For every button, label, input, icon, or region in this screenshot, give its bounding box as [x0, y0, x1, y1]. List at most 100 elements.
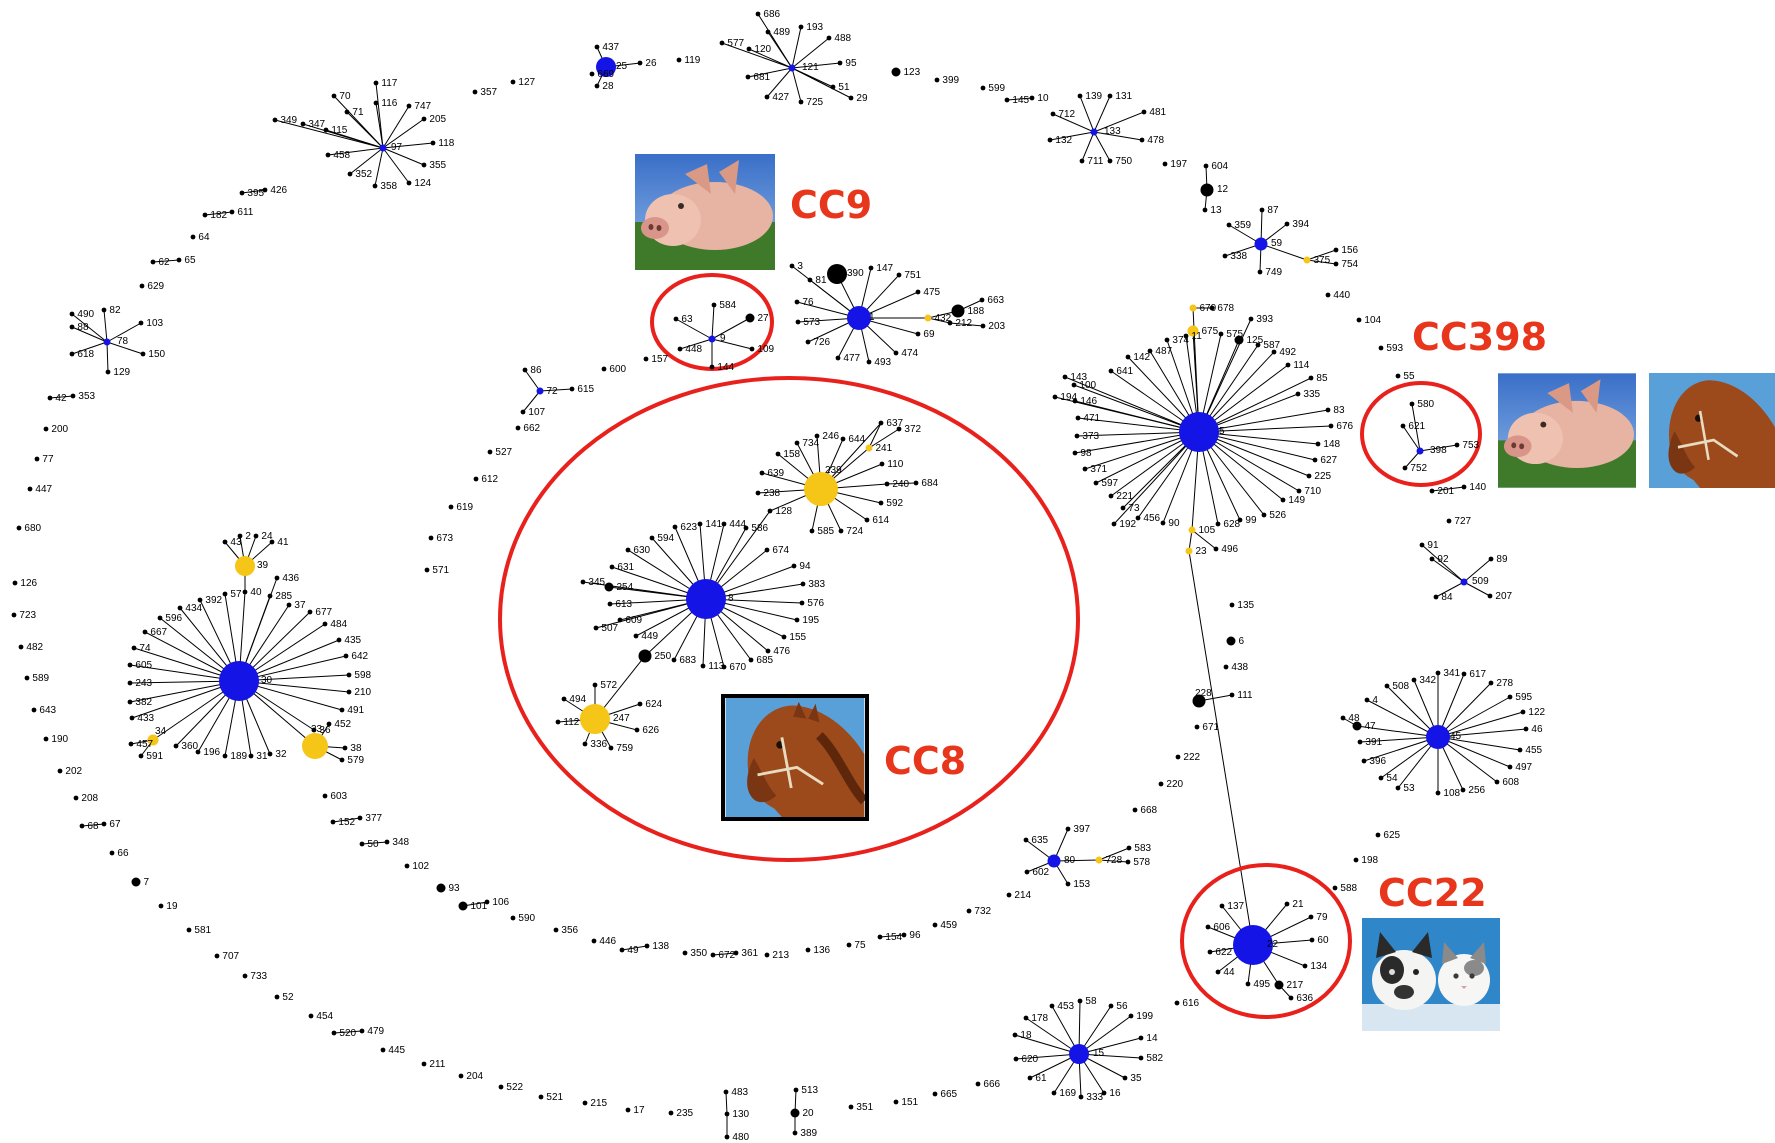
st-node-686 [755, 11, 761, 17]
st-node-28 [594, 83, 600, 89]
st-node-64 [190, 234, 196, 240]
st-node-211 [421, 1061, 427, 1067]
st-label-94: 94 [799, 561, 811, 572]
edge-49-138 [621, 945, 648, 951]
st-label-476: 476 [773, 646, 790, 657]
st-label-140: 140 [1469, 482, 1486, 493]
st-label-396: 396 [1369, 756, 1386, 767]
st-node-608 [1494, 779, 1500, 785]
st-node-189 [222, 753, 228, 759]
st-label-666: 666 [983, 1079, 1000, 1090]
st-label-609: 609 [625, 615, 642, 626]
st-node-208 [73, 795, 79, 801]
cc8-horse-photo [721, 694, 869, 821]
st-label-399: 399 [942, 75, 959, 86]
st-label-352: 352 [355, 169, 372, 180]
st-node-449 [633, 633, 639, 639]
st-node-619 [448, 504, 454, 510]
st-node-125 [1234, 335, 1244, 345]
st-node-618 [69, 351, 75, 357]
st-label-10: 10 [1037, 93, 1049, 104]
st-label-178: 178 [1031, 1013, 1048, 1024]
st-node-625 [1375, 832, 1381, 838]
st-node-121 [788, 64, 796, 72]
st-label-104: 104 [1364, 315, 1381, 326]
st-label-31: 31 [256, 751, 268, 762]
st-label-210: 210 [354, 687, 371, 698]
st-label-50: 50 [367, 839, 379, 850]
st-node-131 [1107, 93, 1113, 99]
edge-121-488 [791, 37, 830, 69]
st-label-62: 62 [158, 257, 170, 268]
st-node-622 [1207, 949, 1213, 955]
st-node-228 [1192, 694, 1206, 708]
st-label-135: 135 [1237, 600, 1254, 611]
st-node-353 [70, 393, 76, 399]
st-node-497 [1507, 764, 1513, 770]
st-node-139 [1077, 93, 1083, 99]
st-label-39: 39 [257, 560, 269, 571]
st-node-727 [1446, 518, 1452, 524]
st-node-5 [1179, 412, 1219, 452]
st-node-575 [1218, 331, 1224, 337]
st-label-121: 121 [802, 62, 819, 73]
st-label-727: 727 [1454, 516, 1471, 527]
st-label-95: 95 [845, 58, 857, 69]
st-label-398: 398 [1430, 445, 1447, 456]
st-label-138: 138 [652, 941, 669, 952]
st-node-434 [177, 605, 183, 611]
st-node-98 [1072, 450, 1078, 456]
edge-212-203 [949, 322, 984, 327]
st-node-213 [764, 952, 770, 958]
st-node-508 [1384, 683, 1390, 689]
st-label-449: 449 [641, 631, 658, 642]
st-label-679: 679 [1200, 303, 1217, 314]
edge-509-207 [1463, 581, 1491, 597]
st-node-43 [222, 539, 228, 545]
st-node-333 [1078, 1094, 1084, 1100]
st-node-37 [286, 602, 292, 608]
st-node-490 [69, 311, 75, 317]
st-label-623: 623 [680, 522, 697, 533]
st-node-437 [594, 44, 600, 50]
cc8-label: CC8 [884, 739, 967, 783]
st-label-350: 350 [690, 948, 707, 959]
st-node-243 [127, 680, 133, 686]
st-node-195 [794, 617, 800, 623]
st-node-521 [538, 1094, 544, 1100]
st-node-48 [1340, 715, 1346, 721]
st-label-353: 353 [78, 391, 95, 402]
st-label-63: 63 [681, 314, 693, 325]
st-label-221: 221 [1116, 491, 1133, 502]
st-node-198 [1353, 857, 1359, 863]
st-node-9 [708, 335, 716, 343]
st-label-99: 99 [1245, 515, 1257, 526]
st-node-150 [140, 351, 146, 357]
horse-icon [1649, 373, 1775, 488]
st-label-207: 207 [1495, 591, 1512, 602]
st-label-89: 89 [1496, 554, 1508, 565]
st-label-397: 397 [1073, 824, 1090, 835]
st-node-382 [127, 699, 133, 705]
st-node-712 [1050, 111, 1056, 117]
st-node-212 [947, 320, 953, 326]
st-node-586 [743, 525, 749, 531]
st-label-454: 454 [316, 1011, 333, 1022]
st-node-595 [1507, 694, 1513, 700]
st-node-75 [846, 942, 852, 948]
st-node-126 [12, 580, 18, 586]
st-node-435 [336, 637, 342, 643]
edge-133-712 [1052, 113, 1095, 133]
st-node-448 [677, 346, 683, 352]
st-node-138 [644, 943, 650, 949]
st-label-490: 490 [77, 309, 94, 320]
st-node-455 [1517, 747, 1523, 753]
st-label-377: 377 [365, 813, 382, 824]
st-label-125: 125 [1247, 335, 1264, 346]
edge-509-89 [1463, 558, 1492, 583]
st-label-602: 602 [1032, 867, 1049, 878]
edge-121-427 [766, 67, 793, 98]
st-label-453: 453 [1057, 1001, 1074, 1012]
st-node-624 [637, 701, 643, 707]
st-label-16: 16 [1109, 1088, 1121, 1099]
